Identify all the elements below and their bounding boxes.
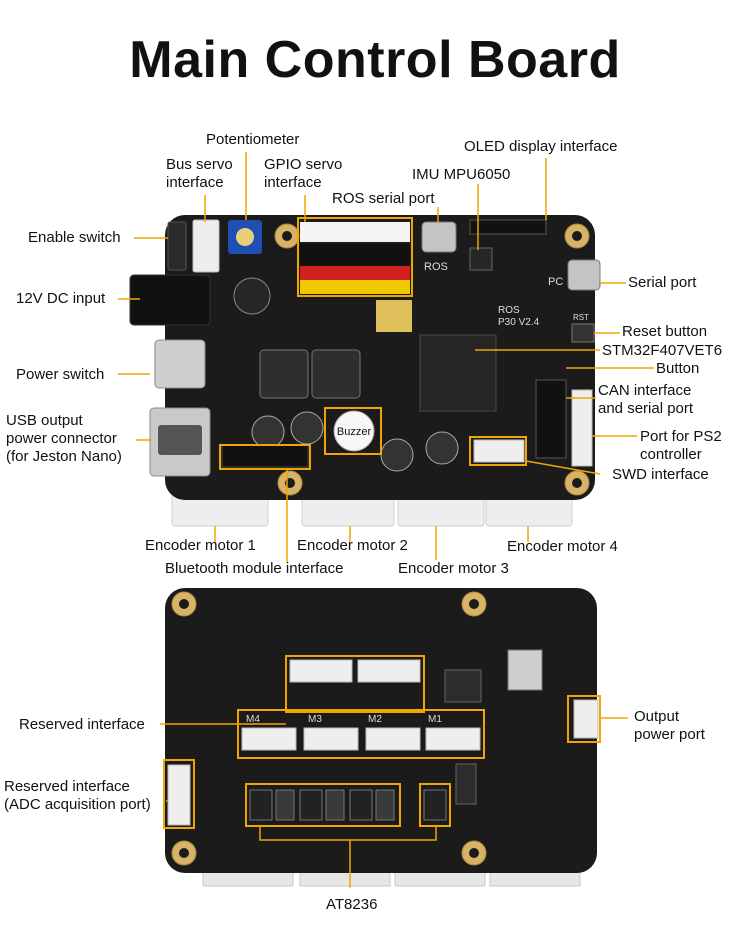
buzzer [333,410,375,452]
swd-connector [473,439,525,463]
label-imu: IMU MPU6050 [412,166,511,183]
adc-frame [163,759,195,829]
label-button: Button [656,360,700,377]
bt-frame [219,444,311,470]
label-dc-input: 12V DC input [16,290,106,307]
bluetooth-header [221,444,309,468]
label-swd: SWD interface [612,466,709,483]
output-frame [567,695,601,743]
buzzer-label: Buzzer [337,426,372,438]
silk-m1: M1 [428,714,442,725]
at8236-frame-b [419,783,451,827]
buzzer-frame [324,407,382,455]
swd-frame [469,436,527,466]
label-reserved: Reserved interface [19,716,145,733]
silk-m4: M4 [246,714,260,725]
silk-rst: RST [573,313,589,322]
silk-m3: M3 [308,714,322,725]
power-switch [154,339,206,389]
bus-servo-connector [192,219,220,273]
ps2-connector [571,389,593,467]
reserved-frame [285,655,425,713]
label-ros-serial: ROS serial port [332,190,435,207]
inductor [259,349,309,399]
ros-usb [421,221,457,253]
enable-switch [167,221,187,271]
dc-jack [129,274,211,326]
can-header [535,379,567,459]
label-encoder-4: Encoder motor 4 [507,538,618,555]
oled-header [469,219,547,235]
silk-pc: PC [548,276,563,288]
label-oled: OLED display interface [464,138,618,155]
label-enable-switch: Enable switch [28,229,121,246]
stm32-chip [419,334,497,412]
label-bluetooth: Bluetooth module interface [165,560,344,577]
label-stm32: STM32F407VET6 [602,342,723,359]
reset-button [571,323,595,343]
label-encoder-1: Encoder motor 1 [145,537,256,554]
label-potentiometer: Potentiometer [206,131,300,148]
label-reserved-adc: Reserved interface(ADC acquisition port) [4,778,151,813]
gpio-frame [297,217,413,297]
label-power-switch: Power switch [16,366,105,383]
at8236-frame-a [245,783,401,827]
dip-switch [376,300,412,332]
label-at8236: AT8236 [326,896,378,913]
imu-chip [469,247,493,271]
inductor [311,349,361,399]
label-reset-button: Reset button [622,323,708,340]
serial-usb [567,259,601,291]
motor-frame [237,709,485,759]
top-board [129,215,601,527]
label-encoder-2: Encoder motor 2 [297,537,408,554]
label-serial-port: Serial port [628,274,697,291]
page-title: Main Control Board [129,31,621,89]
label-encoder-3: Encoder motor 3 [398,560,509,577]
silk-ros: ROS [424,261,448,273]
silk-m2: M2 [368,714,382,725]
bottom-board [165,588,599,887]
